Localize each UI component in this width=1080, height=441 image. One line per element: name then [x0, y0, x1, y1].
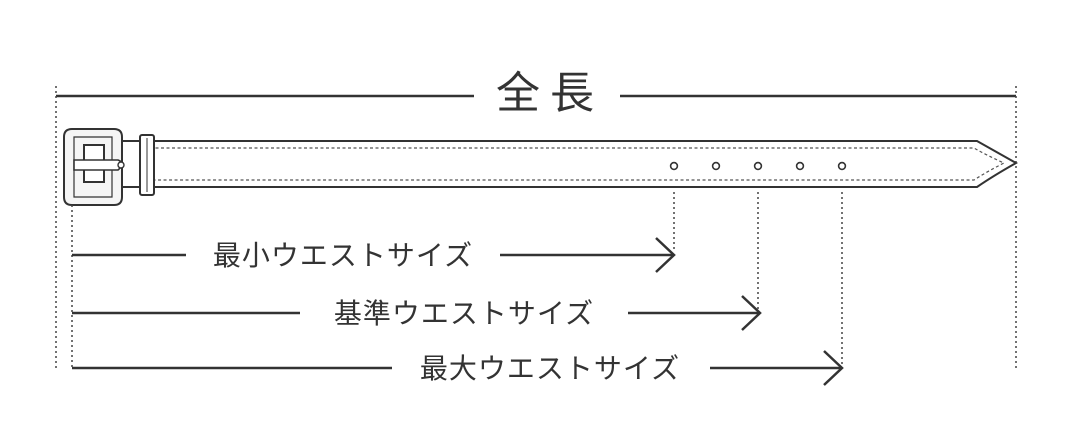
buckle-prong-pin [117, 161, 125, 169]
belt-hole-3 [753, 161, 763, 171]
belt-hole-1 [669, 161, 679, 171]
belt-hole-5 [837, 161, 847, 171]
std-waist-label: 基準ウエストサイズ [334, 297, 594, 330]
max-waist-label: 最大ウエストサイズ [420, 352, 680, 385]
std-waist-dimension [72, 295, 762, 331]
belt-stitching [150, 147, 1006, 181]
belt-keeper [139, 134, 155, 196]
belt-buckle [63, 128, 125, 206]
max-waist-arrowhead [823, 350, 844, 386]
belt-hole-2 [711, 161, 721, 171]
outer-extension-lines [55, 86, 1017, 368]
waist-extension-lines [71, 192, 843, 368]
min-waist-arrowhead [655, 237, 676, 273]
min-waist-label: 最小ウエストサイズ [213, 239, 473, 272]
min-waist-dimension [72, 237, 676, 273]
buckle-inner-bevel [73, 136, 113, 198]
belt-strap-outline [119, 140, 1019, 188]
total-length-label: 全長 [496, 68, 604, 119]
buckle-prong [73, 159, 123, 171]
belt-hole-4 [795, 161, 805, 171]
belt-holes [669, 161, 847, 171]
std-waist-arrowhead [741, 295, 762, 331]
max-waist-dimension [72, 350, 844, 386]
belt-strap [119, 140, 1019, 188]
